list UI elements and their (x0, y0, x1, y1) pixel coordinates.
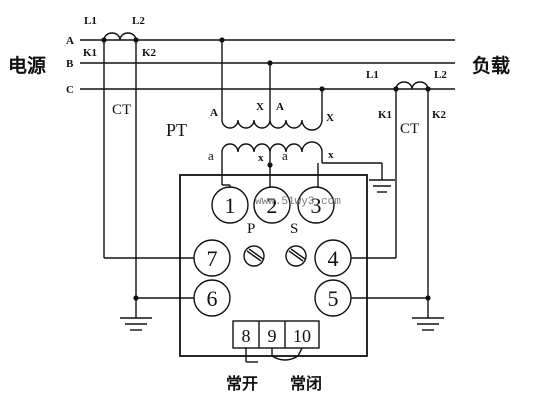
svg-text:3: 3 (311, 193, 322, 218)
pt-secondary-a1: a (208, 148, 214, 163)
svg-text:1: 1 (225, 193, 236, 218)
terminal-4: 4 (314, 239, 352, 277)
adjust-p-knob (243, 245, 265, 267)
right-ground-icon (412, 317, 444, 331)
phase-a-label: A (66, 35, 74, 47)
pt-primary-x1: X (256, 101, 264, 113)
pt-secondary-x1: x (258, 152, 264, 164)
pt-primary-a1: A (210, 107, 218, 119)
terminal-8: 8 (242, 326, 251, 346)
relay-terminal-block: 8 9 10 (232, 320, 320, 349)
left-ct-k2: K2 (142, 47, 157, 59)
pt-ground-icon (369, 179, 395, 193)
svg-text:6: 6 (207, 286, 218, 311)
terminal-5: 5 (314, 279, 352, 317)
left-ground-icon (120, 317, 152, 331)
left-ct-coil (103, 32, 137, 41)
load-label: 负载 (472, 54, 510, 77)
watermark: www.51wy3.com (255, 196, 341, 208)
source-label: 电源 (8, 54, 46, 77)
right-ct-l1: L1 (366, 69, 379, 81)
svg-text:5: 5 (328, 286, 339, 311)
normally-open-label: 常开 (226, 374, 258, 393)
terminal-10: 10 (293, 326, 311, 346)
pt-primary-winding (221, 119, 323, 131)
phase-c-label: C (66, 84, 74, 96)
relay-common-lead (271, 347, 303, 361)
pt-secondary-winding (221, 141, 323, 153)
pt-primary-x2: X (326, 112, 334, 124)
pt-secondary-a2: a (282, 148, 288, 163)
right-ct-k2: K2 (432, 109, 447, 121)
left-ct-l1: L1 (84, 15, 97, 27)
left-ct: L1 L2 K1 K2 CT (83, 15, 157, 301)
pt-secondary-x2: x (328, 149, 334, 161)
pt-transformer: PT A X A X a x a x (166, 101, 334, 164)
svg-text:4: 4 (328, 246, 339, 271)
left-ct-l2: L2 (132, 15, 145, 27)
terminal-1: 1 (211, 186, 249, 224)
adjust-s-label: S (290, 221, 298, 237)
controller-box (179, 174, 368, 357)
terminal-7: 7 (193, 239, 231, 277)
svg-text:2: 2 (267, 193, 278, 218)
right-ct-k1: K1 (378, 109, 392, 121)
adjust-p-label: P (247, 221, 255, 237)
right-ct-name: CT (400, 121, 419, 137)
svg-text:7: 7 (207, 246, 218, 271)
terminal-9: 9 (268, 326, 277, 346)
terminal-6: 6 (193, 279, 231, 317)
adjust-s-knob (285, 245, 307, 267)
right-ct-l2: L2 (434, 69, 447, 81)
left-ct-name: CT (112, 102, 131, 118)
terminal-3: 3 (297, 186, 335, 224)
left-ct-k1: K1 (83, 47, 97, 59)
right-ct-coil (395, 81, 429, 90)
pt-name: PT (166, 120, 187, 140)
pt-primary-a2: A (276, 101, 284, 113)
right-ct: L1 L2 K1 K2 CT (366, 69, 447, 301)
normally-closed-label: 常闭 (290, 374, 322, 393)
phase-b-label: B (66, 58, 74, 70)
terminal-2: 2 (253, 186, 291, 224)
